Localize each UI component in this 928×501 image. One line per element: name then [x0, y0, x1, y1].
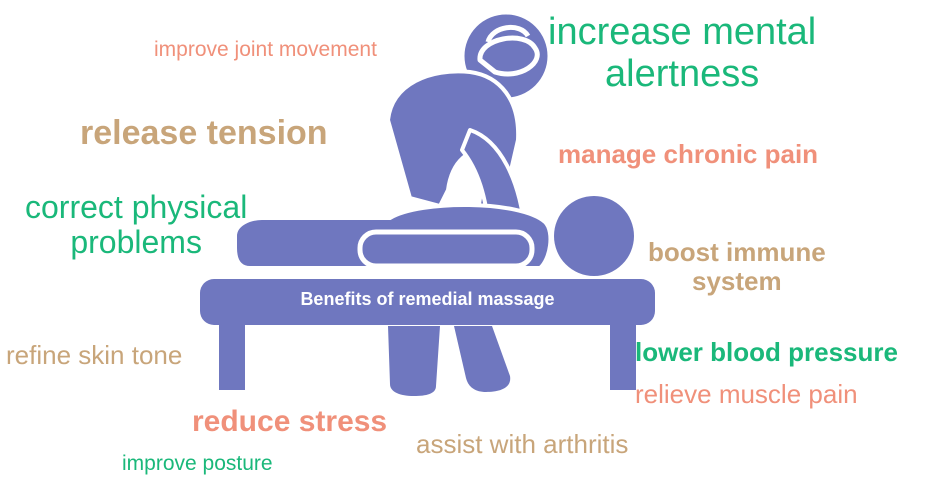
benefit-reduce-stress: reduce stress: [192, 405, 388, 438]
masseur-leg: [454, 326, 511, 392]
masseur-face-detail: [485, 25, 531, 44]
benefit-boost-immune-system: boost immune system: [648, 238, 826, 295]
benefit-refine-skin-tone: refine skin tone: [6, 340, 183, 370]
benefit-relieve-muscle-pain: relieve muscle pain: [635, 379, 858, 409]
benefit-line: system: [692, 265, 782, 296]
benefit-lower-blood-pressure: lower blood pressure: [635, 337, 898, 367]
table-leg-right: [610, 318, 636, 390]
benefit-increase-mental-alertness: increase mental alertness: [548, 11, 817, 96]
benefit-improve-posture: improve posture: [122, 452, 273, 475]
benefit-release-tension: release tension: [80, 114, 328, 152]
table-leg-left: [219, 318, 245, 390]
masseur-hand: [357, 229, 535, 269]
masseur-leg: [388, 326, 440, 396]
benefit-correct-physical-problems: correct physical problems: [25, 189, 248, 261]
table-label: Benefits of remedial massage: [300, 289, 555, 309]
benefit-improve-joint-movement: improve joint movement: [154, 38, 377, 61]
benefit-line: correct physical: [25, 189, 248, 225]
benefit-line: alertness: [605, 52, 760, 95]
masseur-face-detail: [477, 35, 540, 77]
benefit-line: increase mental: [548, 11, 817, 53]
benefit-line: boost immune: [648, 237, 826, 267]
benefit-line: problems: [70, 224, 202, 261]
benefit-assist-with-arthritis: assist with arthritis: [416, 429, 629, 459]
benefit-manage-chronic-pain: manage chronic pain: [558, 139, 819, 169]
client-head: [554, 196, 634, 276]
table-top: [200, 279, 655, 325]
